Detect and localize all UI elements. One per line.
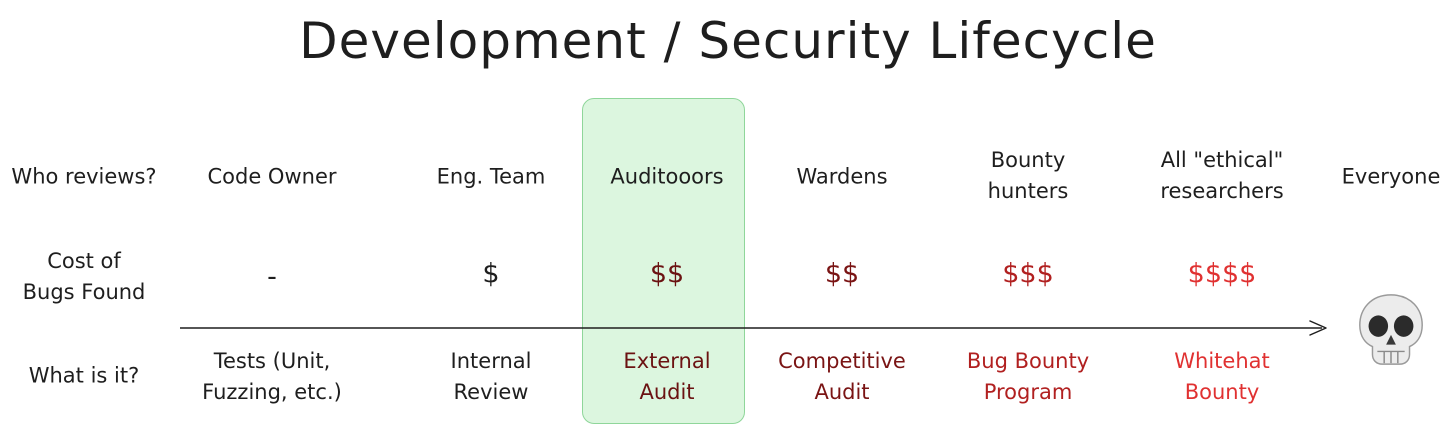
- reviewer-wardens: Wardens: [796, 162, 887, 193]
- reviewer-line: Eng. Team: [436, 164, 546, 189]
- kind-line: Program: [983, 380, 1073, 404]
- row-label-cost: Cost of Bugs Found: [23, 246, 146, 308]
- reviewer-line: Auditooors: [610, 164, 724, 189]
- reviewer-auditooors: Auditooors: [610, 162, 723, 193]
- reviewer-line: Everyone: [1341, 164, 1441, 189]
- row-label-cost-line-2: Bugs Found: [22, 280, 146, 304]
- kind-line: Whitehat: [1174, 349, 1270, 373]
- kind-line: Tests (Unit,: [213, 349, 331, 373]
- reviewer-everyone: Everyone: [1342, 162, 1441, 193]
- external-audit-highlight: [582, 98, 745, 424]
- reviewer-ethical-researchers: All "ethical" researchers: [1160, 145, 1283, 207]
- row-label-who-reviews: Who reviews?: [11, 164, 157, 189]
- cost-code-owner: -: [267, 261, 277, 293]
- kind-code-owner: Tests (Unit, Fuzzing, etc.): [202, 346, 342, 408]
- cost-bounty-hunters: $$$: [1002, 258, 1054, 290]
- kind-line: External: [623, 349, 711, 373]
- kind-ethical-researchers: Whitehat Bounty: [1174, 346, 1269, 408]
- kind-line: Audit: [639, 380, 695, 404]
- kind-line: Competitive: [778, 349, 906, 373]
- reviewer-bounty-hunters: Bounty hunters: [988, 145, 1069, 207]
- reviewer-line: Code Owner: [207, 164, 337, 189]
- kind-eng-team: Internal Review: [451, 346, 532, 408]
- row-label-what-is-it: What is it?: [28, 363, 140, 388]
- reviewer-line: Bounty: [990, 148, 1066, 172]
- row-label-cost-line-1: Cost of: [47, 249, 121, 273]
- reviewer-line: hunters: [987, 179, 1069, 203]
- kind-line: Bounty: [1184, 380, 1260, 404]
- cost-ethical-researchers: $$$$: [1187, 258, 1257, 290]
- cost-wardens: $$: [824, 258, 860, 290]
- kind-line: Fuzzing, etc.): [202, 380, 342, 404]
- kind-line: Audit: [814, 380, 870, 404]
- cost-auditooors: $$: [649, 258, 685, 290]
- kind-bounty-hunters: Bug Bounty Program: [967, 346, 1089, 408]
- kind-auditooors: External Audit: [623, 346, 710, 408]
- diagram-title: Development / Security Lifecycle: [299, 12, 1157, 70]
- reviewer-code-owner: Code Owner: [207, 162, 336, 193]
- cost-eng-team: $: [482, 258, 500, 290]
- skull-icon: [1359, 294, 1423, 365]
- reviewer-line: All "ethical": [1160, 148, 1284, 172]
- reviewer-line: Wardens: [796, 164, 888, 189]
- reviewer-line: researchers: [1160, 179, 1284, 203]
- kind-line: Bug Bounty: [966, 349, 1090, 373]
- reviewer-eng-team: Eng. Team: [437, 162, 546, 193]
- kind-line: Review: [453, 380, 529, 404]
- kind-wardens: Competitive Audit: [778, 346, 906, 408]
- kind-line: Internal: [450, 349, 532, 373]
